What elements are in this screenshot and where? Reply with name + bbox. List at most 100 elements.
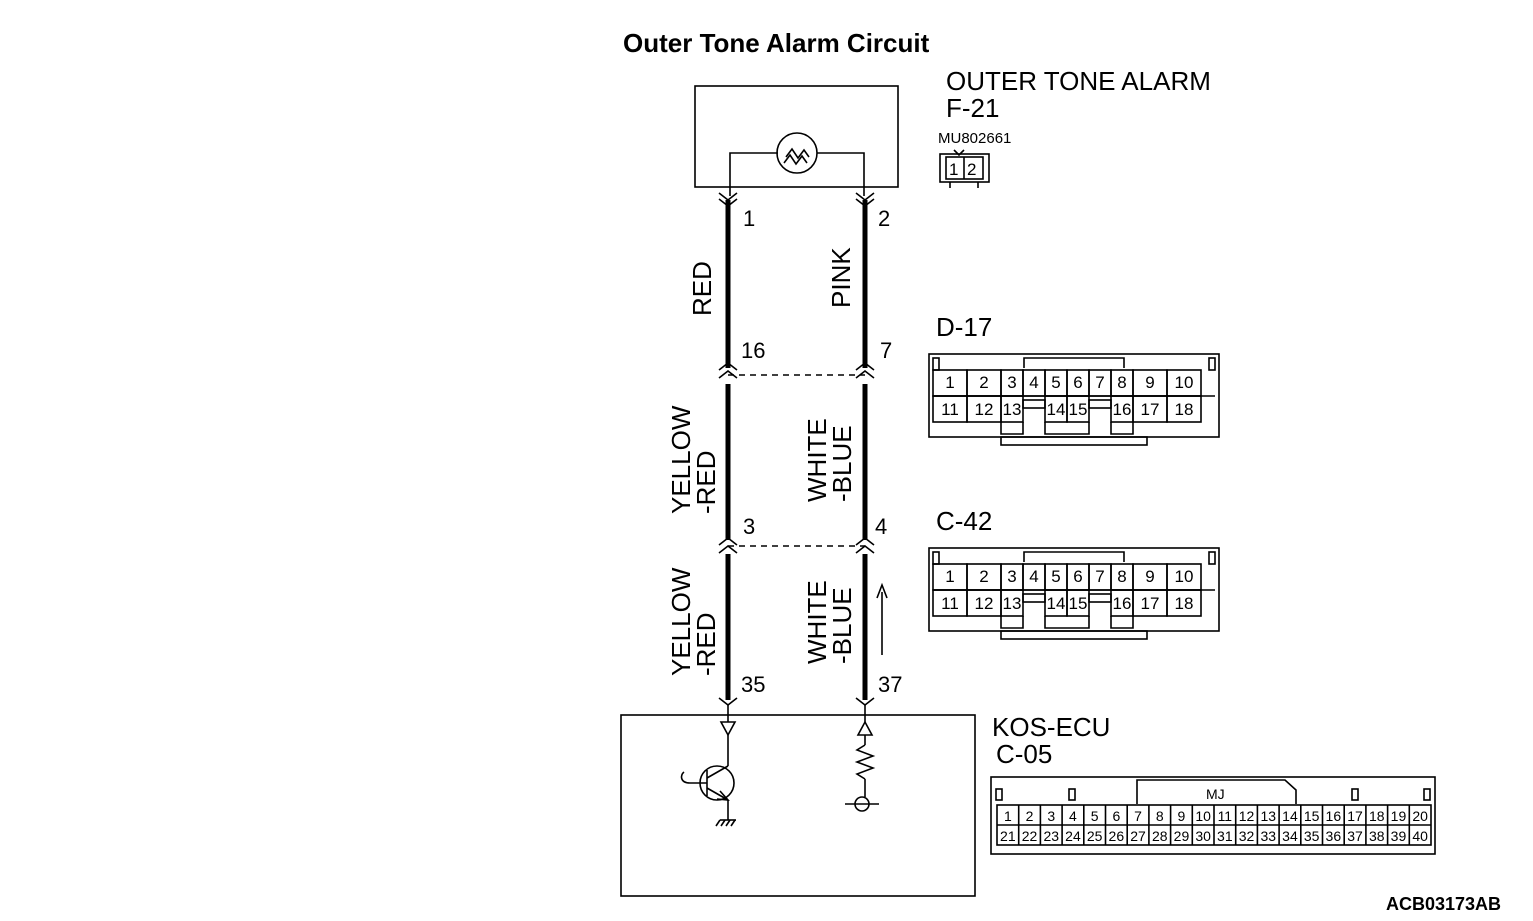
c05-pin-2: 2 [1026,808,1034,824]
d17-pin-2: 2 [979,373,988,392]
svg-text:YELLOW-RED: YELLOW-RED [666,405,721,514]
c05-pin-36: 36 [1326,828,1342,844]
power-source-icon [845,796,879,812]
c05-key-label: MJ [1206,786,1225,802]
d17-pin-18: 18 [1175,400,1194,419]
c05-pin-14: 14 [1282,808,1298,824]
c05-pin-17: 17 [1347,808,1363,824]
c05-pin-37: 37 [1347,828,1363,844]
connector-c05-face: MJ 1212223234245256267278289291030113112… [990,776,1436,855]
c05-pin-22: 22 [1022,828,1038,844]
c05-pin-6: 6 [1112,808,1120,824]
c42-pin-5: 5 [1051,567,1060,586]
c42-pin-16: 16 [1113,594,1132,613]
resistor-icon [854,735,876,797]
d17-pin-5: 5 [1051,373,1060,392]
wire-color-red: RED [687,261,717,316]
d17-connector-id: D-17 [936,312,992,342]
c05-pin-35: 35 [1304,828,1320,844]
c42-pin-17: 17 [1141,594,1160,613]
c42-pin-9: 9 [1145,567,1154,586]
wire-color-white-blue-2: WHITE-BLUE [802,580,857,664]
c05-pin-28: 28 [1152,828,1168,844]
alarm-part-number: MU802661 [938,130,1011,147]
left-pin-1: 1 [743,206,755,231]
d17-pin-1: 1 [945,373,954,392]
right-pin-2: 2 [878,206,890,231]
c05-pin-16: 16 [1326,808,1342,824]
c05-pin-33: 33 [1260,828,1276,844]
kos-ecu-box [620,705,976,897]
wire-color-white-blue-1: WHITE-BLUE [802,418,857,502]
svg-text:WHITE-BLUE: WHITE-BLUE [802,580,857,664]
yellow-red-1-line1: YELLOW [666,405,696,514]
d17-pin-16: 16 [1113,400,1132,419]
white-blue-2-line2: -BLUE [827,587,857,664]
svg-text:WHITE-BLUE: WHITE-BLUE [802,418,857,502]
d17-pin-8: 8 [1117,373,1126,392]
c05-pin-23: 23 [1043,828,1059,844]
white-blue-1-line2: -BLUE [827,425,857,502]
c05-pin-26: 26 [1109,828,1125,844]
c05-pin-3: 3 [1047,808,1055,824]
c05-pin-8: 8 [1156,808,1164,824]
d17-pin-10: 10 [1175,373,1194,392]
left-pin-3: 3 [743,514,755,539]
yellow-red-1-line2: -RED [691,450,721,514]
c05-pin-4: 4 [1069,808,1077,824]
c05-pin-39: 39 [1391,828,1407,844]
c05-pin-29: 29 [1174,828,1190,844]
c42-pin-13: 13 [1003,594,1022,613]
alarm-connector-id: F-21 [946,93,999,123]
buzzer-icon [776,132,818,174]
signal-direction-arrow-icon [876,582,888,655]
c42-pin-4: 4 [1029,567,1038,586]
c05-pin-31: 31 [1217,828,1233,844]
d17-pin-4: 4 [1029,373,1038,392]
diagram-title: Outer Tone Alarm Circuit [623,28,930,58]
c05-pin-12: 12 [1239,808,1255,824]
c05-pin-1: 1 [1004,808,1012,824]
c42-pin-18: 18 [1175,594,1194,613]
c42-pin-7: 7 [1095,567,1104,586]
d17-pin-9: 9 [1145,373,1154,392]
d17-pin-15: 15 [1069,400,1088,419]
c05-pin-19: 19 [1391,808,1407,824]
wire-color-yellow-red-1: YELLOW-RED [666,405,721,514]
c05-pin-21: 21 [1000,828,1016,844]
transistor-icon [680,735,735,820]
yellow-red-2-line1: YELLOW [666,567,696,676]
wire-color-pink: PINK [826,247,856,308]
f21-pin-1: 1 [949,160,958,179]
c42-pin-14: 14 [1047,594,1066,613]
figure-id: ACB03173AB [1386,894,1501,914]
c42-pin-3: 3 [1007,567,1016,586]
c05-pin-11: 11 [1218,808,1233,824]
c42-pin-12: 12 [975,594,994,613]
c42-pin-1: 1 [945,567,954,586]
alarm-name: OUTER TONE ALARM [946,66,1211,96]
c05-pin-38: 38 [1369,828,1385,844]
c05-pin-13: 13 [1260,808,1276,824]
ground-icon [715,819,736,827]
f21-pin-2: 2 [967,160,976,179]
c05-pin-25: 25 [1087,828,1103,844]
connector-f21-icon: 1 2 [939,149,990,188]
ecu-connector-id: C-05 [996,739,1052,769]
d17-pin-3: 3 [1007,373,1016,392]
c05-pin-27: 27 [1130,828,1146,844]
white-blue-1-line1: WHITE [802,418,832,502]
c42-pin-15: 15 [1069,594,1088,613]
svg-text:YELLOW-RED: YELLOW-RED [666,567,721,676]
d17-pin-17: 17 [1141,400,1160,419]
c05-pin-7: 7 [1134,808,1142,824]
c42-pin-10: 10 [1175,567,1194,586]
c42-pin-11: 11 [941,594,959,613]
d17-pin-11: 11 [941,400,959,419]
c42-connector-id: C-42 [936,506,992,536]
c05-pin-40: 40 [1412,828,1428,844]
wire-color-yellow-red-2: YELLOW-RED [666,567,721,676]
c05-pin-34: 34 [1282,828,1298,844]
c05-pin-20: 20 [1412,808,1428,824]
